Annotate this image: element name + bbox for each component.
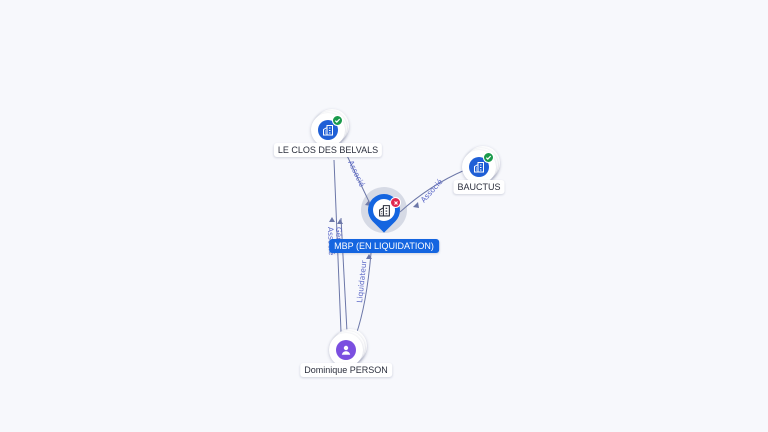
building-icon xyxy=(373,199,395,221)
person-icon xyxy=(336,340,356,360)
building-icon xyxy=(318,120,338,140)
edge-label-liquidateur: Liquidateur xyxy=(355,259,369,303)
edge-arrow xyxy=(337,219,343,224)
active-check-icon xyxy=(483,152,494,163)
node-label-closdesbelvals: LE CLOS DES BELVALS xyxy=(273,143,383,157)
edge-label-bauctus-mbp: Associé xyxy=(419,177,445,204)
edge-arrow xyxy=(413,202,419,208)
node-label-person: Dominique PERSON xyxy=(300,363,392,377)
node-label-bauctus: BAUCTUS xyxy=(453,180,505,194)
edge-person-closdesbelvals-2 xyxy=(340,217,348,333)
edge-arrow xyxy=(366,254,372,259)
active-check-icon xyxy=(332,115,343,126)
edge-label-closdesbelvals-mbp: Associé xyxy=(346,159,367,189)
building-icon xyxy=(469,157,489,177)
node-label-mbp: MBP (EN LIQUIDATION) xyxy=(329,239,439,253)
closed-x-icon xyxy=(390,197,401,208)
edge-bauctus-mbp xyxy=(399,169,466,213)
edge-arrow xyxy=(329,217,335,222)
